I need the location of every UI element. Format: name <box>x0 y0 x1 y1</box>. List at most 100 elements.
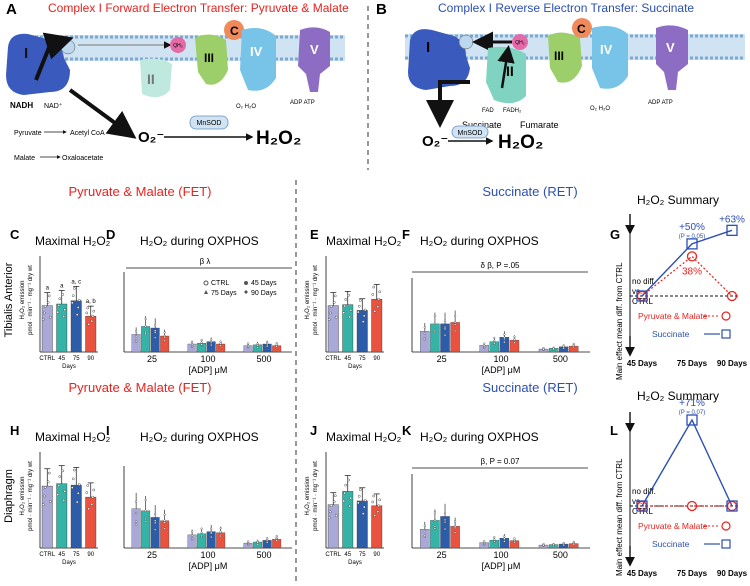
summary-ylabel-g: Main effect mean diff. from CTRL <box>615 262 624 380</box>
point-d-0-3-1 <box>163 331 166 334</box>
point-j-1-5 <box>349 496 353 500</box>
summary-title-g: H₂O₂ Summary <box>637 193 719 207</box>
complex-iii-a-label: III <box>204 51 214 65</box>
point-i-2-1-2 <box>256 543 259 546</box>
point-f-0-1-0 <box>433 330 437 334</box>
point-h-1-3 <box>62 499 66 502</box>
point-i-1-2-1 <box>210 527 213 530</box>
point-e-0-3 <box>333 294 337 298</box>
stat-k: β, P = 0.07 <box>481 457 520 466</box>
point-c-3-0 <box>85 311 89 315</box>
point-h-0-3 <box>47 471 51 475</box>
point-d-2-3-3 <box>275 343 278 346</box>
xtick-j-1: 45 <box>344 552 351 558</box>
row-label-ta: Tibialis Anterior <box>3 262 15 337</box>
point-j-1-3 <box>348 504 352 508</box>
point-j-1-2 <box>343 491 347 495</box>
point-h-1-4 <box>58 475 62 478</box>
point-e-1-3 <box>348 315 352 319</box>
point-d-1-0-3 <box>191 345 194 348</box>
panel-letter-k: K <box>402 423 412 438</box>
xtick-j-0: CTRL <box>325 552 341 558</box>
nad-a: NAD⁺ <box>44 102 63 110</box>
adp-atp-b: ADP ATP <box>648 100 673 106</box>
xlabel-f: [ADP] μM <box>482 365 521 375</box>
summary-legend-pm-marker-l <box>721 521 731 531</box>
point-c-3-2 <box>86 306 90 310</box>
point-d-0-0-3 <box>135 339 138 342</box>
point-j-2-1 <box>361 512 365 515</box>
point-d-0-2-3 <box>154 329 157 332</box>
point-i-0-0-0 <box>135 523 138 526</box>
qh2-a-label: QH₂ <box>173 43 183 49</box>
panel-letter-i: I <box>106 423 110 438</box>
point-j-0-3 <box>333 494 337 498</box>
point-k-1-1-2 <box>493 536 496 539</box>
point-j-3-4 <box>373 514 377 517</box>
point-d-2-2-3 <box>266 342 269 345</box>
panel-letter-f: F <box>402 227 410 242</box>
oxphos-title-d: H₂O₂ during OXPHOS <box>140 234 259 248</box>
complex-iv-b <box>592 26 628 89</box>
point-c-0-0 <box>41 318 45 321</box>
point-e-2-3 <box>362 314 366 318</box>
point-i-1-1-1 <box>200 531 203 534</box>
mnsod-a <box>189 115 229 130</box>
summary-point-succ-l-2 <box>726 500 738 512</box>
point-c-1-5 <box>63 308 67 312</box>
point-d-2-0-2 <box>247 342 250 345</box>
point-k-2-3-3 <box>572 541 575 545</box>
oxaloacetate-a: Oxaloacetate <box>62 155 103 162</box>
sig-letter-c-2: a, c <box>71 279 81 285</box>
point-j-0-4 <box>329 504 333 507</box>
xtick-d-0: 25 <box>147 354 157 364</box>
summary-xtick-g-2: 90 Days <box>717 359 748 368</box>
point-d-1-0-1 <box>191 343 194 346</box>
bar-e-2 <box>356 310 368 353</box>
fet-header-dia: Pyruvate & Malate (FET) <box>68 380 211 395</box>
point-k-0-0-3 <box>423 534 426 537</box>
point-i-2-2-2 <box>266 541 269 544</box>
point-i-2-3-2 <box>275 539 278 542</box>
sig-letter-c-3: a, b <box>86 299 97 305</box>
point-c-2-2 <box>71 294 75 297</box>
point-f-1-2-2 <box>503 341 506 344</box>
superoxide-a: O₂⁻ <box>138 129 164 146</box>
point-k-1-2-1 <box>503 535 506 538</box>
point-k-0-2-3 <box>443 518 447 521</box>
point-f-1-1-1 <box>493 339 496 342</box>
point-f-2-2-3 <box>562 345 565 348</box>
point-j-0-5 <box>334 514 338 517</box>
point-f-0-3-3 <box>454 321 457 324</box>
summary-line-pm-g <box>641 255 733 297</box>
point-j-3-5 <box>378 498 382 502</box>
point-i-0-0-1 <box>135 511 138 515</box>
xtick-e-0: CTRL <box>325 356 341 362</box>
point-i-0-1-3 <box>144 517 147 521</box>
xtick-d-1: 100 <box>200 354 215 364</box>
point-c-3-3 <box>91 314 95 318</box>
point-f-0-2-2 <box>443 334 447 337</box>
point-f-1-0-3 <box>483 345 486 349</box>
point-k-0-2-2 <box>443 527 447 531</box>
point-c-2-1 <box>75 313 79 316</box>
bar-d-0-1 <box>141 326 151 353</box>
summary-legend-succ-marker-l <box>721 539 731 549</box>
point-d-1-2-3 <box>210 340 213 344</box>
bar-i-0-0 <box>131 508 141 549</box>
point-d-2-1-3 <box>256 344 259 347</box>
legend-90-marker <box>244 290 248 294</box>
ylabel2-e: pmol · min⁻¹ · mg⁻¹ dry wt <box>313 265 319 335</box>
sig-letter-c-0: a <box>46 286 50 292</box>
h2o2-a: H₂O₂ <box>256 128 301 149</box>
summary-xtick-l-2: 90 Days <box>717 569 748 578</box>
point-k-1-0-3 <box>483 542 486 546</box>
bar-h-2 <box>70 484 82 549</box>
summary-legend-succ-l: Succinate <box>652 539 690 549</box>
complex-v-b-label: V <box>666 40 675 55</box>
bar-j-2 <box>356 500 368 549</box>
point-f-0-3-2 <box>454 329 457 333</box>
point-j-2-4 <box>358 488 362 491</box>
point-e-0-2 <box>328 311 332 315</box>
complex-iii-a <box>195 34 228 85</box>
